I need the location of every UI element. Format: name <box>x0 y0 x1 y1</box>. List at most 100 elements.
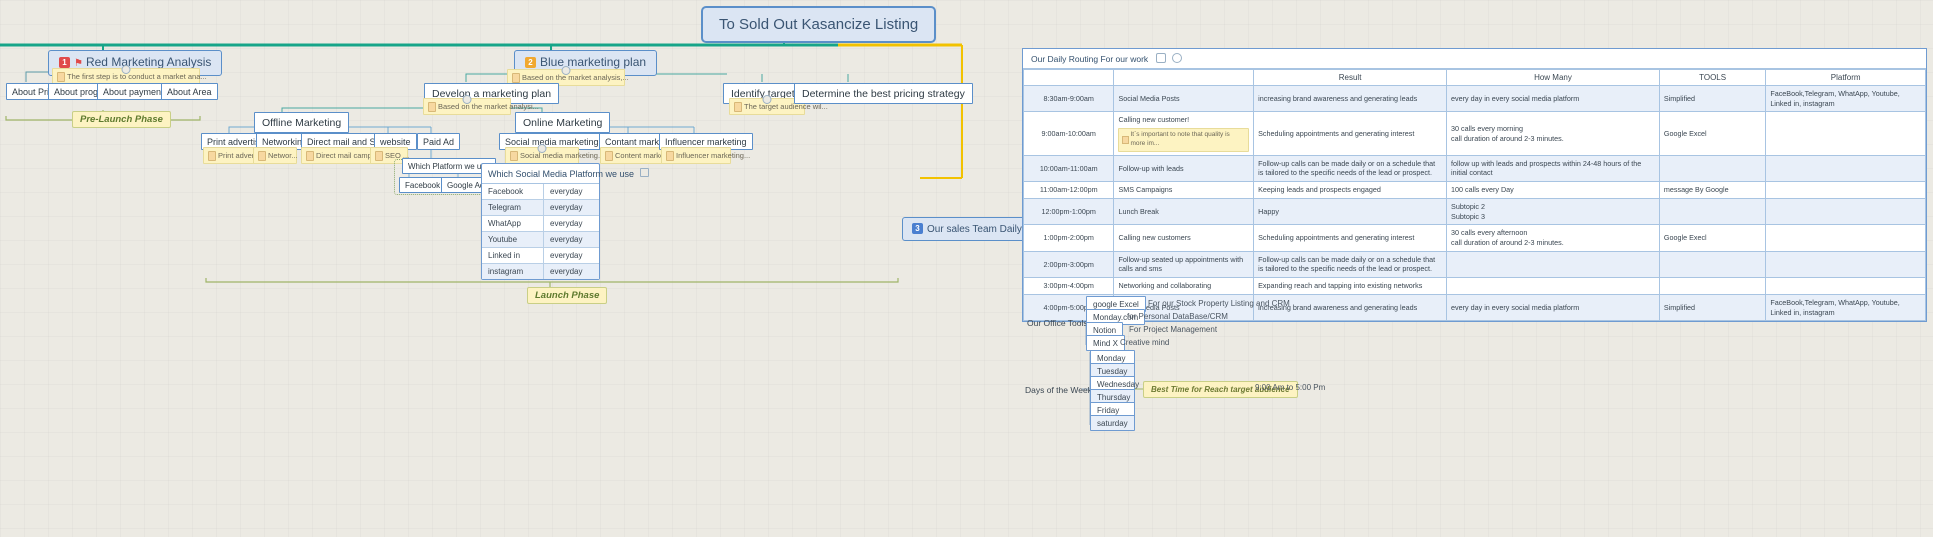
routine-result: Follow-up calls can be made daily or on … <box>1253 154 1448 183</box>
note-print-advertising[interactable]: Print advertis... <box>203 147 268 164</box>
note-develop-plan[interactable]: Based on the market analysi... <box>423 98 539 115</box>
routine-platform: FaceBook,Telegram, WhatApp, Youtube, Lin… <box>1765 84 1926 113</box>
phase-launch: Launch Phase <box>527 287 608 304</box>
routine-platform <box>1765 181 1926 199</box>
routine-tools <box>1658 277 1767 295</box>
routine-result: Scheduling appointments and generating i… <box>1253 224 1448 252</box>
routine-result: increasing brand awareness and generatin… <box>1253 293 1448 322</box>
routine-platform <box>1765 111 1926 156</box>
routine-task: Follow-up with leads <box>1113 154 1255 183</box>
routine-column-header: Platform <box>1765 69 1926 86</box>
node-online-marketing[interactable]: Online Marketing <box>515 112 611 134</box>
note-blue-branch[interactable]: Based on the market analysis,... <box>507 69 629 86</box>
collapse-icon[interactable] <box>639 168 649 177</box>
note-networking[interactable]: Networ... <box>253 147 298 164</box>
social-platform-frequency: everyday <box>550 187 583 196</box>
office-tools-label: Our Office Tools <box>1027 318 1088 328</box>
social-platform-frequency: everyday <box>550 251 583 260</box>
note-influencer-marketing[interactable]: Influencer marketing... <box>661 147 750 164</box>
sales-team-label: Our sales Team Daily Routing <box>927 224 1060 235</box>
routine-result: Keeping leads and prospects engaged <box>1253 181 1448 199</box>
routine-column-header: Result <box>1253 69 1448 86</box>
office-tool-description: For our Stock Property Listing and CRM <box>1148 299 1290 308</box>
routine-platform: FaceBook,Telegram, WhatApp, Youtube, Lin… <box>1765 293 1926 322</box>
social-platform-frequency: everyday <box>550 203 583 212</box>
phase-pre-launch: Pre-Launch Phase <box>72 111 171 128</box>
social-platform-table[interactable]: Which Social Media Platform we use Faceb… <box>481 163 649 280</box>
info-icon[interactable] <box>1171 53 1182 63</box>
routine-time: 3:00pm-4:00pm <box>1022 277 1115 295</box>
routine-time: 8:30am-9:00am <box>1022 84 1115 113</box>
routine-time: 10:00am-11:00am <box>1022 154 1115 183</box>
note-content-marketing[interactable]: Content marketin... <box>600 147 678 164</box>
routine-column-header <box>1113 69 1255 86</box>
center-topic[interactable]: To Sold Out Kasancize Listing <box>701 6 937 44</box>
social-platform-table-title: Which Social Media Platform we use <box>482 164 649 184</box>
office-tool-description: for Personal DataBase/CRM <box>1127 312 1228 321</box>
note-direct-mail-sms[interactable]: Direct mail campai... <box>301 147 384 164</box>
routine-task-note[interactable]: It`s important to note that quality is m… <box>1118 128 1250 152</box>
branch-blue-label: Blue marketing plan <box>540 55 647 69</box>
routine-task: Calling new customers <box>1113 224 1255 252</box>
badge-two: 2 <box>525 57 536 68</box>
node-about-area[interactable]: About Area <box>161 83 218 101</box>
routine-task: Social Media Posts <box>1113 84 1255 113</box>
day-chip[interactable]: saturday <box>1090 415 1135 431</box>
routine-tools: Google Excel <box>1658 111 1767 156</box>
node-google-ad[interactable]: Google Ad <box>441 177 491 194</box>
social-platform-frequency: everyday <box>550 235 583 244</box>
routine-time: 2:00pm-3:00pm <box>1022 250 1115 279</box>
routine-tools <box>1658 250 1767 279</box>
office-tool-description: Creative mind <box>1120 338 1170 347</box>
node-paid-ad[interactable]: Paid Ad <box>417 133 461 151</box>
routine-platform <box>1765 224 1926 252</box>
node-pricing-strategy[interactable]: Determine the best pricing strategy <box>794 83 973 105</box>
node-offline-marketing[interactable]: Offline Marketing <box>254 112 350 134</box>
routine-result: Happy <box>1253 197 1448 226</box>
office-tool-description: For Project Management <box>1129 325 1218 334</box>
routine-result: increasing brand awareness and generatin… <box>1253 84 1448 113</box>
routine-howmany <box>1446 277 1660 295</box>
office-tool-chip[interactable]: Notion <box>1086 322 1124 338</box>
social-table-title-text: Which Social Media Platform we use <box>488 169 635 179</box>
routine-column-header: How Many <box>1446 69 1660 86</box>
routine-howmany: follow up with leads and prospects withi… <box>1446 154 1660 183</box>
note-identify-audience[interactable]: The target audience wil... <box>729 98 828 115</box>
routine-platform <box>1765 197 1926 226</box>
routine-time: 1:00pm-2:00pm <box>1022 224 1115 252</box>
expand-icon[interactable] <box>1155 53 1166 63</box>
routine-tools: Simplified <box>1658 293 1767 322</box>
routine-tools <box>1658 197 1767 226</box>
daily-routine-title: Our Daily Routing For our work <box>1023 49 1926 69</box>
routine-howmany <box>1446 250 1660 279</box>
social-platform-frequency: everyday <box>550 267 583 276</box>
flag-icon: ⚑ <box>74 58 83 69</box>
routine-result: Follow-up calls can be made daily or on … <box>1253 250 1448 279</box>
note-social-media-marketing[interactable]: Social media marketing... <box>505 147 604 164</box>
routine-task: Networking and collaborating <box>1113 277 1255 295</box>
routine-tools: message By Google <box>1658 181 1767 199</box>
best-time-label[interactable]: Best Time for Reach target audience <box>1143 381 1298 398</box>
routine-task: Lunch Break <box>1113 197 1255 226</box>
routine-column-header <box>1022 69 1115 86</box>
routine-task: Follow-up seated up appointments with ca… <box>1113 250 1255 279</box>
